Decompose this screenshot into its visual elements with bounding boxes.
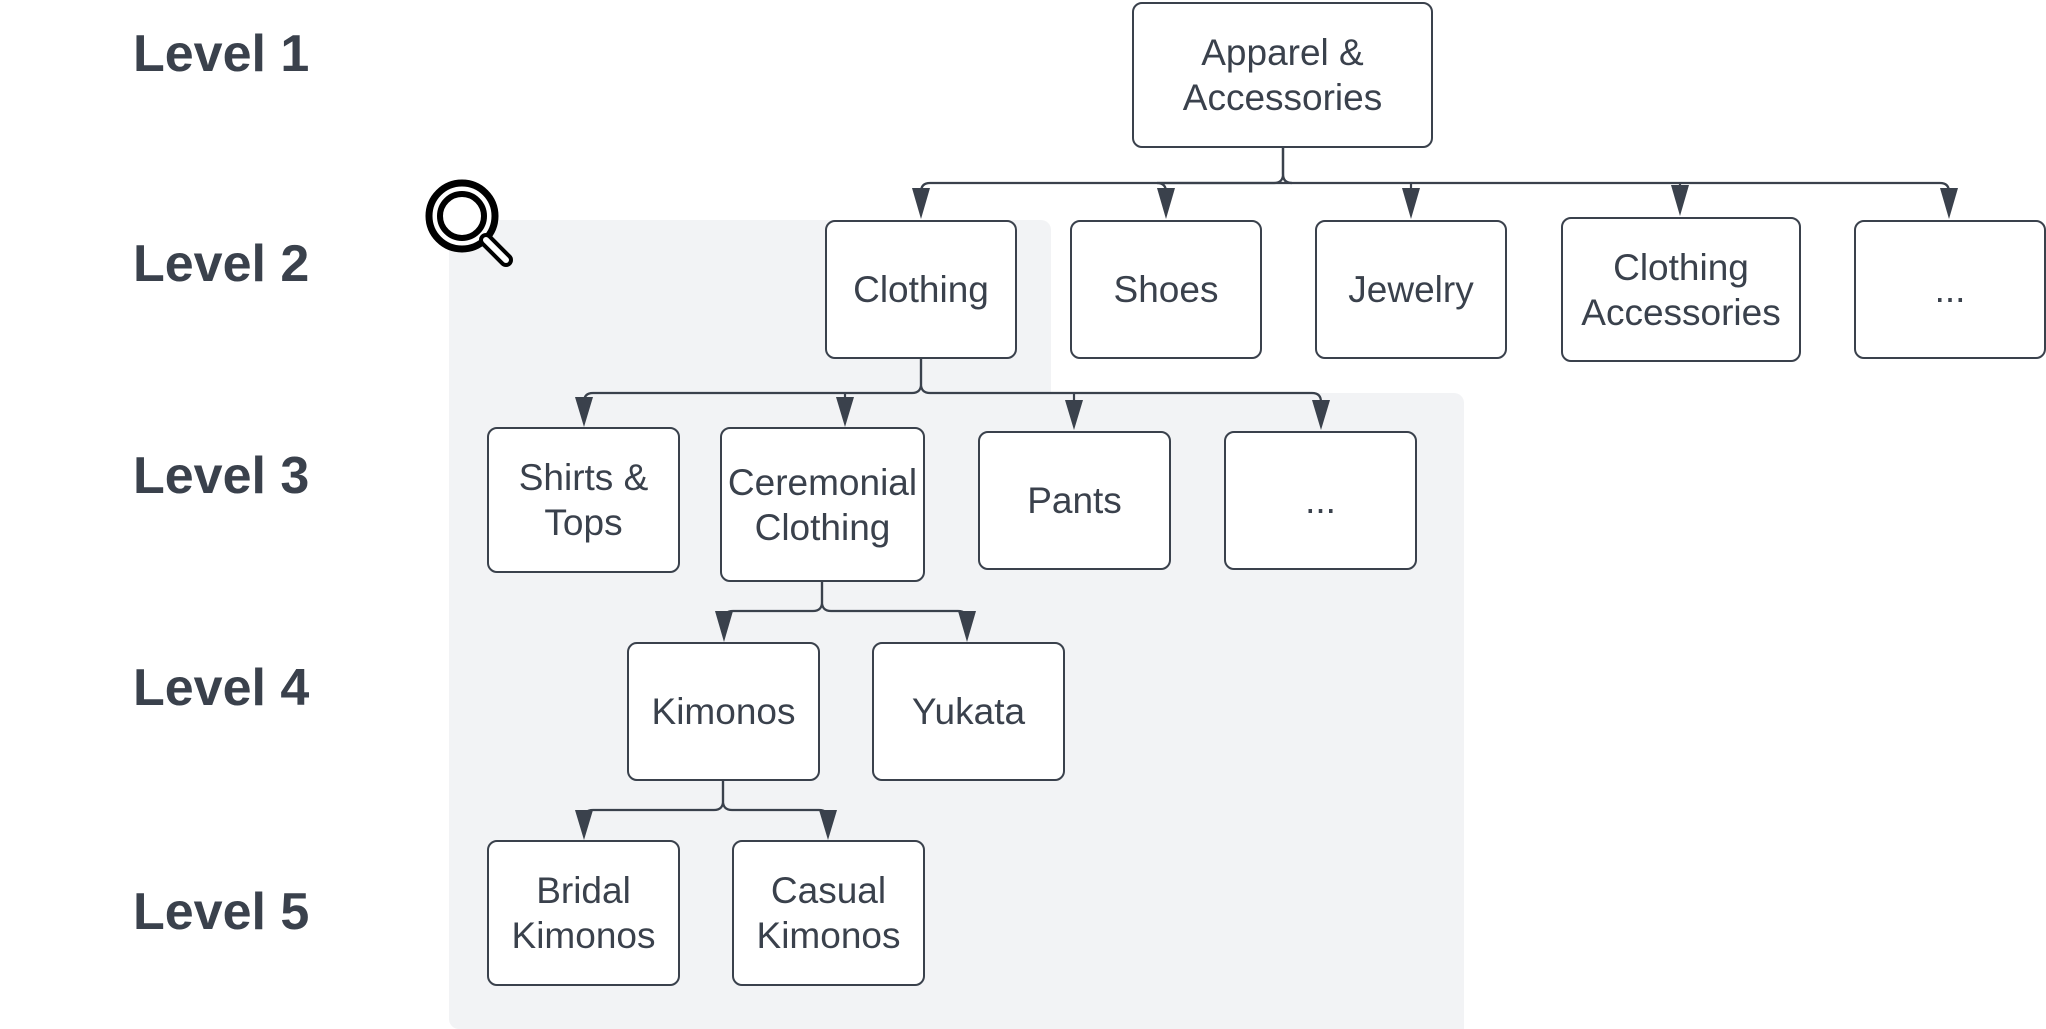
arrowhead-shirts-tops (575, 397, 593, 427)
arrowhead-clothing-accessories (1671, 185, 1689, 216)
connector-ceremonial-kimonos (722, 581, 824, 621)
node-label: ... (1934, 269, 1966, 310)
arrowhead-casual (819, 810, 837, 840)
node-label: Bridal Kimonos (511, 870, 656, 956)
level-5-label: Level 5 (133, 883, 310, 941)
node-label: Yukata (911, 691, 1026, 732)
connector-apparel-clothing (919, 147, 1285, 193)
level-4-label: Level 4 (133, 659, 310, 717)
node-clothing[interactable]: Clothing (825, 220, 1017, 359)
node-more-level-2[interactable]: ... (1854, 220, 2046, 359)
node-label: Shirts & Tops (518, 457, 649, 543)
node-kimonos[interactable]: Kimonos (627, 642, 820, 781)
level-3-label: Level 3 (133, 447, 310, 505)
connector-kimonos-casual (721, 780, 830, 820)
node-shoes[interactable]: Shoes (1070, 220, 1262, 359)
arrowhead-pants (1065, 400, 1083, 430)
node-clothing-accessories[interactable]: Clothing Accessories (1561, 217, 1801, 362)
node-label: Ceremonial Clothing (727, 461, 918, 548)
connector-apparel-shoes (1156, 147, 1293, 193)
node-ceremonial-clothing[interactable]: Ceremonial Clothing (720, 427, 925, 582)
node-label: Apparel & Accessories (1182, 32, 1383, 118)
connector-ceremonial-yukata (820, 581, 969, 621)
node-label: Jewelry (1348, 269, 1474, 310)
level-2-label: Level 2 (133, 235, 310, 293)
magnifying-glass-icon (425, 179, 513, 267)
arrowhead-clothing (912, 188, 930, 219)
arrowhead-yukata (958, 611, 976, 642)
arrowhead-kimonos (715, 611, 733, 642)
node-label: Casual Kimonos (756, 870, 901, 956)
arrowhead-ceremonial (836, 397, 854, 427)
node-label: Shoes (1113, 269, 1219, 310)
connector-clothing-right (919, 358, 1323, 403)
level-1-label: Level 1 (133, 25, 310, 83)
node-apparel-accessories[interactable]: Apparel & Accessories (1132, 2, 1433, 148)
node-shirts-tops[interactable]: Shirts & Tops (487, 427, 680, 573)
node-bridal-kimonos[interactable]: Bridal Kimonos (487, 840, 680, 986)
arrowhead-bridal (575, 810, 593, 840)
node-pants[interactable]: Pants (978, 431, 1171, 570)
node-label: Kimonos (651, 691, 796, 732)
arrowhead-jewelry (1402, 188, 1420, 219)
connector-kimonos-bridal (582, 780, 725, 820)
connector-apparel-right (1281, 147, 1951, 193)
arrowhead-more-l3 (1312, 400, 1330, 430)
arrowhead-more-l2 (1940, 188, 1958, 219)
arrowhead-shoes (1157, 188, 1175, 219)
node-more-level-3[interactable]: ... (1224, 431, 1417, 570)
node-label: Clothing Accessories (1581, 246, 1781, 333)
node-label: Pants (1027, 480, 1122, 521)
node-yukata[interactable]: Yukata (872, 642, 1065, 781)
node-jewelry[interactable]: Jewelry (1315, 220, 1507, 359)
node-label: Clothing (853, 269, 989, 310)
connector-clothing-left (582, 358, 923, 403)
node-casual-kimonos[interactable]: Casual Kimonos (732, 840, 925, 986)
node-label: ... (1305, 480, 1336, 521)
